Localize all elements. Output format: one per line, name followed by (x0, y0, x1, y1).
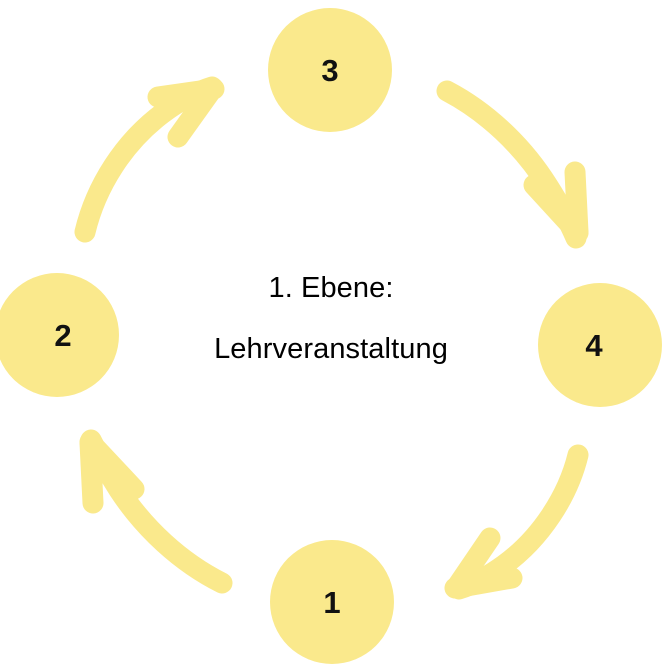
cycle-node-1[interactable]: 1 (270, 540, 394, 664)
arrow-2-to-3 (74, 76, 225, 243)
cycle-node-3[interactable]: 3 (268, 8, 392, 132)
cycle-node-3-label: 3 (321, 52, 339, 88)
cycle-node-2[interactable]: 2 (0, 273, 119, 397)
arrow-3-to-4 (436, 80, 589, 249)
arrow-4-to-1 (444, 444, 589, 600)
center-text-block: 1. Ebene: Lehrveranstaltung (161, 272, 501, 366)
cycle-node-1-label: 1 (323, 584, 341, 620)
cycle-node-4[interactable]: 4 (538, 283, 662, 407)
center-text-line-1: 1. Ebene: (268, 272, 394, 304)
cycle-node-2-label: 2 (54, 317, 72, 353)
center-text-line-2: Lehrveranstaltung (214, 333, 448, 365)
cycle-node-4-label: 4 (585, 327, 603, 363)
arrow-1-to-2 (79, 429, 233, 594)
